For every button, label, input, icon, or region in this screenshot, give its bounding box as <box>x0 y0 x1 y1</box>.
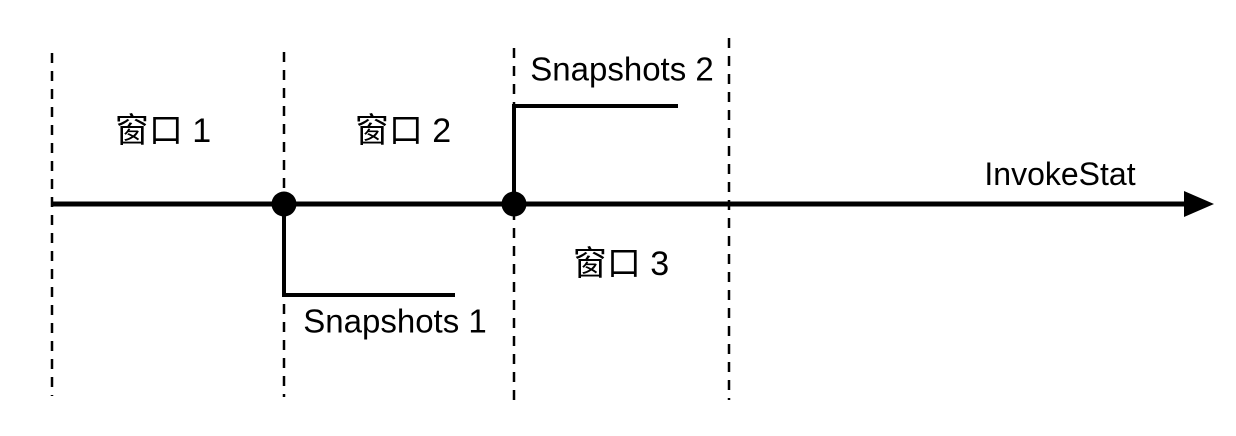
snapshot-1-bracket <box>282 204 455 297</box>
axis-label-invokestat: InvokeStat <box>984 156 1136 192</box>
snapshot-2-label: Snapshots 2 <box>530 50 714 88</box>
window-2-label: 窗口 2 <box>354 112 452 150</box>
window-1-label: 窗口 1 <box>114 112 212 150</box>
event-dot-2 <box>501 191 527 217</box>
snapshot-2-bracket <box>512 104 678 204</box>
snapshot-1-label: Snapshots 1 <box>303 302 487 340</box>
event-dot-1 <box>271 191 297 217</box>
window-3-label: 窗口 3 <box>572 245 670 283</box>
timeline-arrowhead-icon <box>1184 191 1214 217</box>
